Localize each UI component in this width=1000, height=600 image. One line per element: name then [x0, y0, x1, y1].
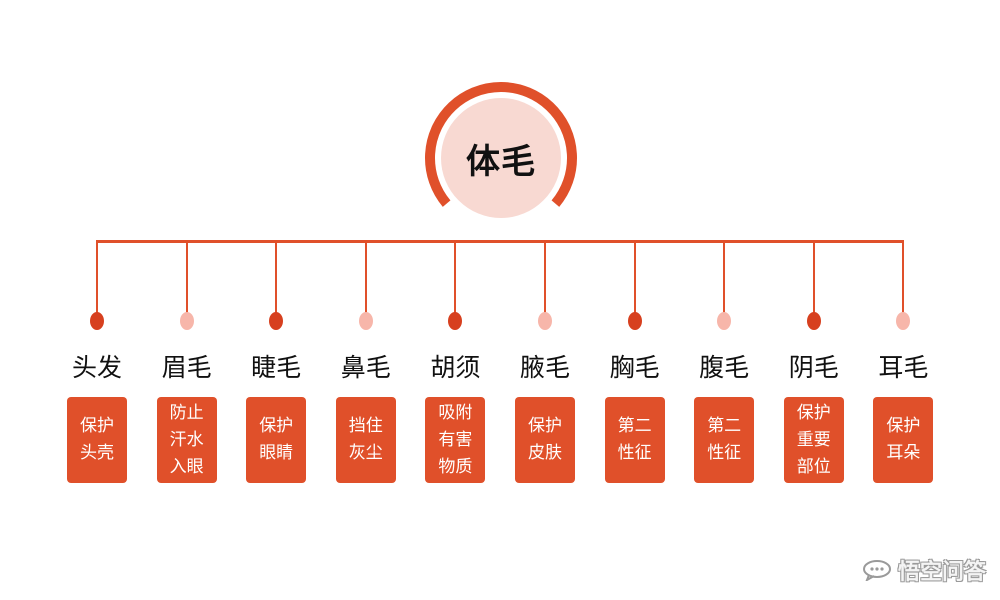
- connector-line: [544, 240, 546, 314]
- function-box: 第二性征: [694, 397, 755, 483]
- function-box: 保护头壳: [67, 397, 127, 483]
- root-label: 体毛: [466, 141, 536, 182]
- function-text: 挡住灰尘: [348, 416, 383, 463]
- connector-dot: [448, 312, 463, 330]
- child-label: 眉毛: [161, 353, 212, 382]
- function-box: 保护皮肤: [515, 397, 575, 483]
- function-box: 保护重要部位: [783, 397, 844, 483]
- function-text: 保护重要部位: [796, 402, 831, 477]
- root-node: 体毛: [423, 80, 579, 236]
- function-box: 保护耳朵: [873, 397, 934, 483]
- child-label: 胡须: [430, 353, 481, 382]
- child-label: 耳毛: [878, 353, 929, 382]
- function-box: 吸附有害物质: [425, 397, 486, 483]
- watermark: 悟空问答: [862, 554, 986, 586]
- connector-line: [96, 240, 98, 314]
- connector-dot: [896, 312, 911, 330]
- function-text: 保护头壳: [80, 416, 114, 463]
- function-text: 防止汗水入眼: [169, 402, 204, 477]
- branch-line: [96, 240, 904, 243]
- function-box: 挡住灰尘: [335, 397, 396, 483]
- connector-dot: [717, 312, 732, 330]
- child-label: 腹毛: [699, 353, 750, 382]
- connector-dot: [269, 312, 284, 330]
- child-label: 胸毛: [609, 353, 660, 382]
- child-label: 头发: [71, 353, 122, 382]
- child-label: 腋毛: [519, 353, 570, 382]
- connector-line: [812, 240, 815, 314]
- function-text: 第二性征: [617, 416, 652, 463]
- connector-line: [364, 240, 367, 314]
- child-label: 阴毛: [788, 353, 839, 382]
- function-box: 防止汗水入眼: [156, 397, 217, 483]
- function-text: 第二性征: [707, 416, 742, 463]
- connector-line: [633, 240, 636, 314]
- function-text: 保护耳朵: [886, 416, 921, 463]
- function-box: 保护眼睛: [246, 397, 307, 483]
- watermark-text: 悟空问答: [897, 560, 986, 585]
- connector-line: [902, 240, 905, 314]
- function-box: 第二性征: [604, 397, 665, 483]
- child-label: 睫毛: [251, 353, 302, 382]
- connector-line: [723, 240, 726, 314]
- root-ring: [425, 82, 577, 218]
- connector-dot: [627, 312, 642, 330]
- chat-bubble-icon: [862, 560, 891, 581]
- connector-line: [275, 240, 278, 314]
- child-label: 鼻毛: [340, 353, 391, 382]
- function-text: 保护皮肤: [528, 416, 562, 463]
- connector-line: [185, 240, 188, 314]
- function-text: 吸附有害物质: [438, 402, 473, 477]
- connector-dot: [806, 312, 821, 330]
- connector-line: [454, 240, 457, 314]
- connector-dot: [358, 312, 373, 330]
- connector-dot: [179, 312, 194, 330]
- connector-dot: [538, 312, 552, 330]
- function-text: 保护眼睛: [259, 416, 294, 463]
- connector-dot: [90, 312, 104, 330]
